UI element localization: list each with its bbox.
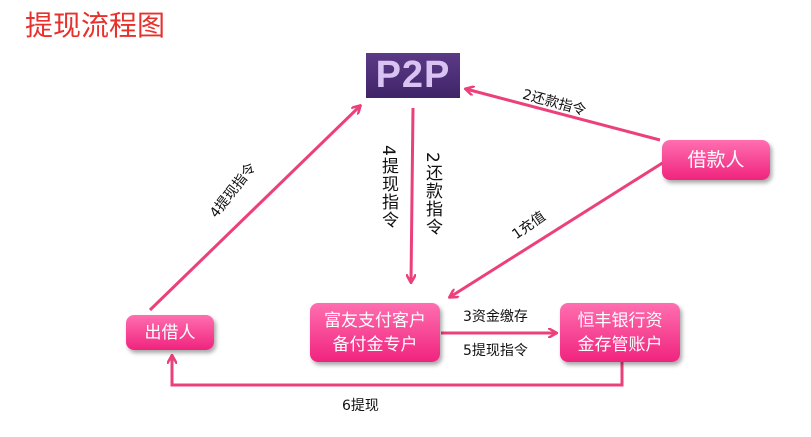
lender-node: 出借人 [126, 315, 214, 350]
borrower-node: 借款人 [662, 140, 770, 180]
label-deposit: 3资金缴存 [463, 309, 528, 325]
arrow-lender-to-p2p [148, 106, 360, 312]
hengfeng-line2: 金存管账户 [577, 334, 663, 355]
hengfeng-account-node: 恒丰银行资 金存管账户 [560, 303, 680, 362]
label-withdraw-instruction: 5提现指令 [463, 343, 528, 359]
fuyou-line1: 富友支付客户 [324, 310, 426, 331]
label-withdraw: 6提现 [342, 398, 379, 414]
page-title: 提现流程图 [25, 9, 166, 42]
label-p2p-repay: 2还款指令 [422, 152, 442, 236]
arrow-borrower-to-p2p [466, 89, 661, 142]
arrow-p2p-to-fuyou [411, 107, 413, 282]
hengfeng-line1: 恒丰银行资 [577, 310, 663, 331]
fuyou-line2: 备付金专户 [332, 334, 418, 355]
arrow-hengfeng-to-lender [172, 356, 624, 387]
arrow-borrower-to-fuyou [450, 160, 665, 297]
label-p2p-withdraw: 4提现指令 [378, 145, 398, 229]
fuyou-account-node: 富友支付客户 备付金专户 [310, 303, 440, 362]
p2p-node: P2P [366, 53, 460, 98]
